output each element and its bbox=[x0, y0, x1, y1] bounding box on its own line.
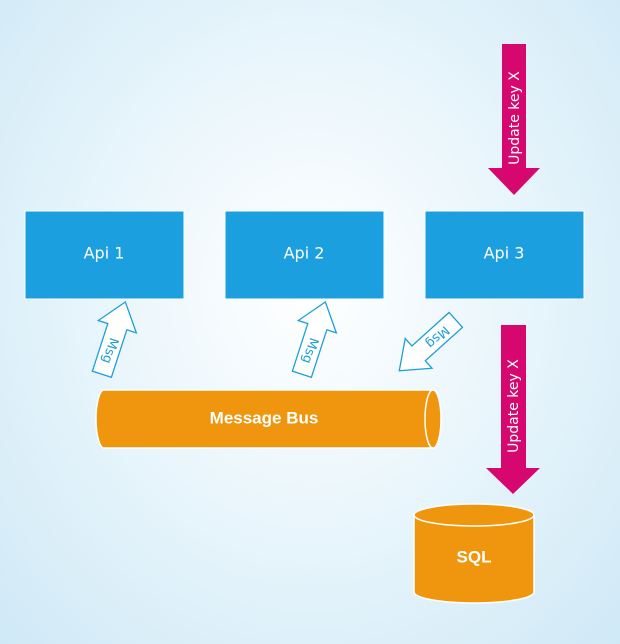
update-arrow-sql-label: Update key X bbox=[506, 359, 522, 453]
msg-arrow-from-api-3: Msg bbox=[398, 311, 464, 372]
api-2-box: Api 2 bbox=[224, 210, 385, 300]
api-3-box: Api 3 bbox=[424, 210, 585, 300]
msg-arrow-to-api-1-label: Msg bbox=[98, 336, 120, 366]
update-arrow-api-3-shape bbox=[488, 44, 540, 195]
api-3-label: Api 3 bbox=[484, 244, 525, 263]
msg-arrow-from-api-3-shape bbox=[398, 311, 464, 372]
message-bus: Message Bus bbox=[95, 389, 442, 449]
sql-database-body bbox=[413, 503, 535, 604]
msg-arrow-to-api-1-shape bbox=[91, 300, 138, 379]
sql-database-top-rim bbox=[413, 514, 535, 527]
message-bus-label: Message Bus bbox=[210, 408, 319, 427]
update-arrow-api-3: Update key X bbox=[488, 44, 540, 195]
api-2-rect bbox=[224, 210, 385, 300]
msg-arrow-to-api-2: Msg bbox=[291, 300, 338, 379]
update-arrow-api-3-label: Update key X bbox=[507, 71, 523, 165]
message-bus-cap bbox=[424, 389, 434, 449]
msg-arrow-to-api-1: Msg bbox=[91, 300, 138, 379]
api-1-rect bbox=[24, 210, 185, 300]
update-arrow-sql: Update key X bbox=[486, 325, 540, 494]
sql-database: SQL bbox=[413, 503, 535, 604]
api-1-label: Api 1 bbox=[84, 244, 125, 263]
api-2-label: Api 2 bbox=[284, 244, 325, 263]
msg-arrow-to-api-2-shape bbox=[291, 300, 338, 379]
api-3-rect bbox=[424, 210, 585, 300]
api-1-box: Api 1 bbox=[24, 210, 185, 300]
sql-database-label: SQL bbox=[457, 547, 492, 566]
update-arrow-sql-shape bbox=[486, 325, 540, 494]
msg-arrow-to-api-2-label: Msg bbox=[298, 336, 320, 366]
